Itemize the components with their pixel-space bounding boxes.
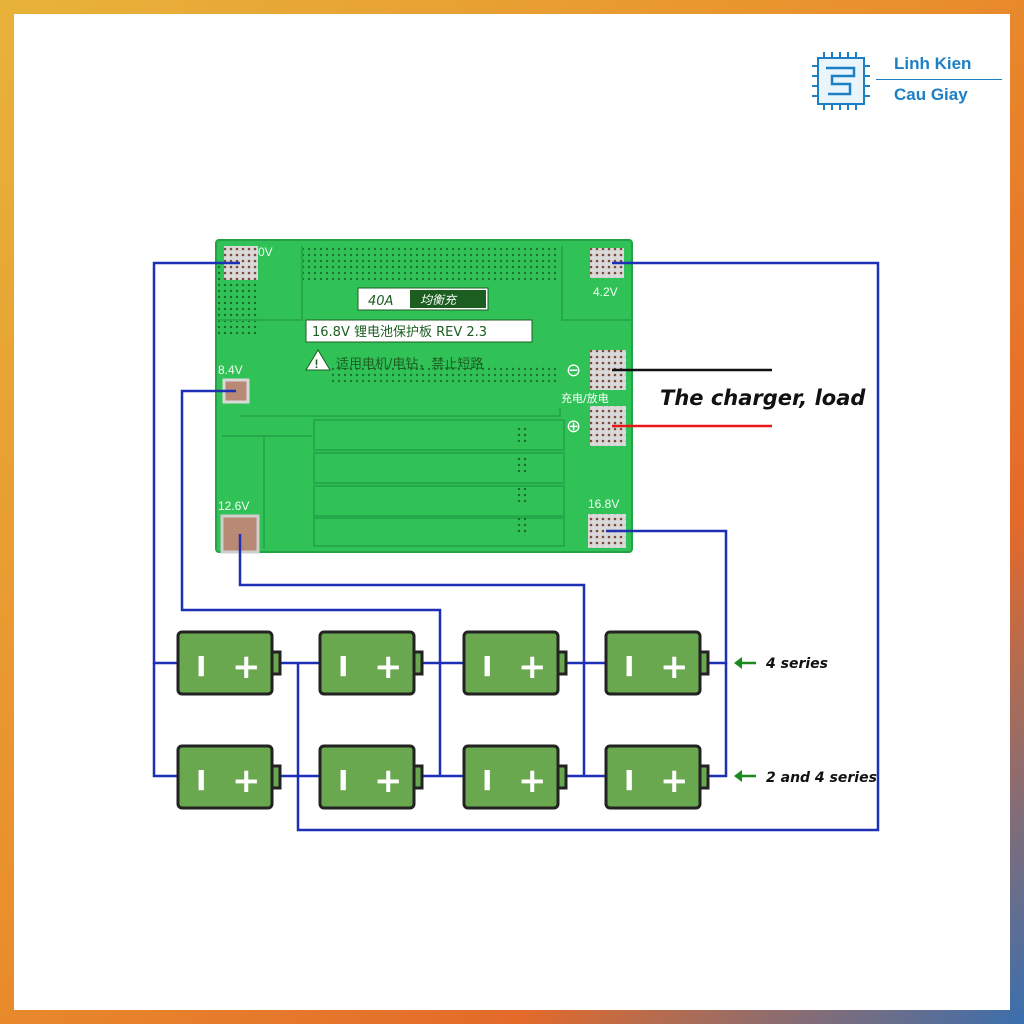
wiring: [152, 261, 880, 832]
four-series-label: 4 series: [765, 656, 828, 672]
battery-minus-terminal: I: [482, 764, 492, 797]
minus-icon: ⊖: [566, 360, 581, 381]
battery-cell: I +: [176, 630, 282, 696]
two-and-four-series-label: 2 and 4 series: [766, 770, 877, 786]
pcb-badge-chinese: 均衡充: [420, 293, 458, 307]
pad-label-0v: 0V: [258, 245, 273, 259]
battery-cell: I +: [604, 630, 710, 696]
battery-plus-terminal: +: [518, 647, 547, 687]
battery-minus-terminal: I: [482, 650, 492, 683]
battery-plus-terminal: +: [660, 761, 689, 801]
battery-plus-terminal: +: [232, 647, 261, 687]
pcb-warning: 适用电机/电钻，禁止短路: [336, 356, 483, 372]
charger-load-label: The charger, load: [660, 386, 866, 410]
warning-icon: [305, 349, 331, 371]
battery-cell: I +: [604, 744, 710, 810]
pad-label-12-6v: 12.6V: [218, 499, 249, 513]
pad-label-4-2v: 4.2V: [593, 285, 618, 299]
plus-icon: ⊕: [566, 416, 581, 437]
battery-minus-terminal: I: [624, 650, 634, 683]
pcb-title: 16.8V 锂电池保护板 REV 2.3: [312, 325, 487, 340]
battery-plus-terminal: +: [518, 761, 547, 801]
protection-board: 40A 均衡充 16.8V 锂电池保护板 REV 2.3 ! 适用电机/电钻，禁…: [215, 239, 633, 554]
brand-name-line2: Cau Giay: [894, 85, 968, 104]
battery-minus-terminal: I: [338, 650, 348, 683]
arrow-left-icon: [734, 657, 756, 669]
charge-discharge-label: 充电/放电: [561, 391, 609, 405]
battery-minus-terminal: I: [196, 650, 206, 683]
brand-logo-block: Linh Kien Cau Giay: [810, 50, 1010, 114]
pad-label-16-8v: 16.8V: [588, 497, 619, 511]
battery-cell: I +: [462, 630, 568, 696]
brand-divider: [876, 79, 1002, 80]
battery-cell: I +: [462, 744, 568, 810]
battery-cell: I +: [318, 630, 424, 696]
battery-cell: I +: [176, 744, 282, 810]
warning-icon-mark: !: [315, 357, 319, 371]
battery-minus-terminal: I: [338, 764, 348, 797]
battery-plus-terminal: +: [374, 761, 403, 801]
battery-plus-terminal: +: [232, 761, 261, 801]
pcb-badge-text: 40A: [368, 294, 393, 309]
pad-label-8-4v: 8.4V: [218, 363, 243, 377]
pcb-via-area: [328, 364, 556, 386]
battery-minus-terminal: I: [196, 764, 206, 797]
battery-cell: I +: [318, 744, 424, 810]
chip-logo-icon: [812, 52, 870, 110]
pcb-title-box: [305, 319, 533, 343]
pcb-via-area: [302, 246, 558, 280]
battery-minus-terminal: I: [624, 764, 634, 797]
battery-plus-terminal: +: [660, 647, 689, 687]
brand-name-line1: Linh Kien: [894, 54, 972, 73]
arrow-left-icon: [734, 770, 756, 782]
battery-plus-terminal: +: [374, 647, 403, 687]
